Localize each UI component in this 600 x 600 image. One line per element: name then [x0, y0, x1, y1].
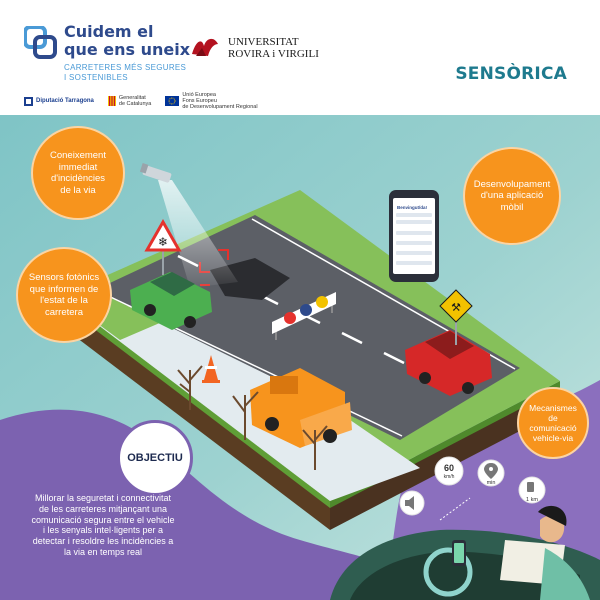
objective-badge: OBJECTIU: [117, 420, 193, 496]
green-car: [130, 272, 212, 330]
sensor-beam: [158, 180, 238, 288]
camera-icon: [139, 163, 172, 183]
distance-label: 1 km: [526, 497, 538, 503]
speaker-icon: [399, 490, 425, 516]
road-barrier: [272, 292, 336, 340]
time-unit-label: min: [486, 480, 496, 486]
eu-label: Unió Europea Fons Europeu de Desenvolupa…: [182, 92, 258, 110]
bare-tree: [177, 365, 328, 470]
diputacio-label: Diputació Tarragona: [36, 98, 94, 104]
sponsor-logos: Diputació Tarragona Generalitat de Catal…: [24, 92, 258, 110]
speed-limit-unit: km/h: [443, 474, 455, 480]
callout-incidencies: Coneixement immediat d'incidències de la…: [31, 126, 125, 220]
logo-subtitle: CARRETERES MÉS SEGURES I SOSTENIBLES: [64, 63, 187, 82]
callout-sensors: Sensors fotònics que informen de l'estat…: [16, 247, 112, 343]
location-pin-icon: [477, 459, 505, 487]
sponsor-generalitat: Generalitat de Catalunya: [107, 95, 152, 107]
svg-text:❄: ❄: [158, 235, 168, 249]
logo-icon: [24, 26, 57, 59]
generalitat-label: Generalitat de Catalunya: [118, 95, 152, 107]
car-interior: [330, 505, 600, 600]
diputacio-icon: [24, 96, 33, 106]
snow-warning-sign-icon: ❄: [144, 218, 182, 275]
logo-title: Cuidem el que ens uneix: [64, 22, 191, 59]
snowplow: [250, 368, 352, 448]
sponsor-diputacio: Diputació Tarragona: [24, 96, 94, 106]
callout-app: Desenvolupament d'una aplicació mòbil: [463, 147, 561, 245]
road-illustration: ❄ ⚒: [0, 115, 600, 600]
eu-flag-icon: [165, 96, 180, 106]
svg-text:⚒: ⚒: [451, 301, 461, 314]
section-title: SENSÒRICA: [455, 64, 567, 84]
red-car: [405, 330, 492, 396]
speed-limit-icon: [434, 456, 464, 486]
app-screen-title: Benvingut/da!: [397, 205, 427, 210]
objective-text: Millorar la seguretat i connectivitat de…: [31, 493, 175, 557]
sponsor-ue: Unió Europea Fons Europeu de Desenvolupa…: [165, 92, 258, 110]
callout-comunicacio: Mecanismes de comunicació vehicle-via: [517, 387, 589, 459]
header: Cuidem el que ens uneix CARRETERES MÉS S…: [0, 0, 600, 115]
purple-wave: [0, 409, 440, 600]
fuel-station-icon: [518, 476, 546, 504]
university-logo-icon: [192, 38, 218, 56]
university-name: UNIVERSITAT ROVIRA i VIRGILI: [228, 36, 319, 60]
pothole: [210, 258, 290, 300]
speed-limit-value: 60: [443, 463, 454, 473]
phone-mockup: [389, 190, 439, 282]
grass-side-left: [60, 296, 330, 508]
snow-area: [60, 296, 420, 501]
generalitat-icon: [107, 96, 116, 106]
roadwork-sign-icon: ⚒: [439, 289, 473, 345]
ground-side-left: [60, 300, 330, 530]
traffic-cone-icon: [202, 355, 220, 383]
